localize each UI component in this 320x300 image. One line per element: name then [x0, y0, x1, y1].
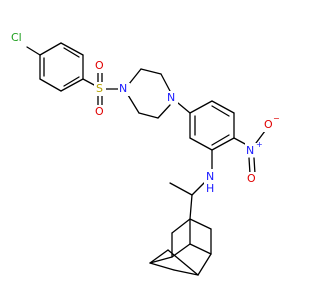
bond-pip-5	[138, 112, 159, 119]
bond-cl-ring	[26, 46, 41, 56]
nitro-n-charge: +	[256, 140, 263, 149]
bond-ch-methyl	[169, 182, 193, 196]
bond-ring-a4	[60, 78, 84, 92]
bond-ring-a2	[60, 42, 84, 56]
atom-sulfonyl-o-bottom: O	[95, 105, 104, 118]
bond-nitro-o-double-1	[248, 157, 251, 175]
bond-ring-b-inner1	[211, 105, 230, 117]
bond-adm-6	[171, 243, 191, 258]
bond-ring-a-inner1	[63, 47, 80, 58]
bonds	[26, 42, 266, 276]
bond-ring-a-inner2	[63, 76, 80, 87]
bond-adm-9	[197, 253, 212, 276]
bond-n-ring-b	[177, 102, 191, 114]
nitro-o-charge: −	[273, 114, 280, 123]
bond-pip-4	[157, 104, 171, 119]
atom-nitro-n: N	[246, 144, 254, 157]
atom-nitro-o-double: O	[247, 172, 256, 185]
bond-adm-11	[167, 249, 199, 276]
bond-ring-b5	[189, 137, 213, 151]
atom-amine-n: N	[206, 170, 214, 183]
bond-ring-b-inner2	[211, 134, 230, 146]
bond-ch-adamantyl	[189, 194, 193, 220]
atom-chlorine: Cl	[11, 31, 22, 44]
bond-pip-6	[127, 94, 140, 114]
bond-pip-3	[160, 73, 171, 92]
bond-nitro-o-double-2	[253, 157, 256, 175]
bond-ring-nitro	[233, 137, 248, 146]
atom-piperazine-n-right: N	[167, 91, 175, 104]
atom-amine-h: H	[206, 182, 214, 195]
bond-ring-b2	[211, 100, 235, 114]
bond-ring-b4	[211, 137, 235, 151]
bond-ring-b1	[189, 100, 213, 114]
bond-adm-13	[173, 269, 199, 276]
atom-nitro-o-single: O	[264, 118, 273, 131]
atom-sulfonyl-s: S	[96, 82, 103, 95]
bond-ring-a5	[39, 78, 62, 92]
bond-adm-2	[189, 218, 212, 230]
atom-labels: Cl S O O N N N + O − O N H	[9, 30, 280, 195]
bond-adm-1	[171, 218, 191, 234]
bond-pip-1	[128, 68, 142, 85]
bond-adm-10	[149, 249, 169, 264]
molecule-structure: Cl S O O N N N + O − O N H	[9, 30, 280, 276]
bond-pip-2	[140, 68, 162, 75]
atom-piperazine-n-left: N	[119, 82, 127, 95]
bond-nitro-o-single	[255, 130, 266, 144]
atom-sulfonyl-o-top: O	[95, 59, 104, 72]
bond-ring-s	[82, 78, 97, 87]
bond-ring-a1	[39, 42, 62, 56]
bond-adm-12	[149, 262, 175, 271]
bond-amine-ch	[191, 181, 206, 196]
bond-adm-8	[149, 256, 173, 264]
bond-adm-7	[189, 243, 212, 255]
